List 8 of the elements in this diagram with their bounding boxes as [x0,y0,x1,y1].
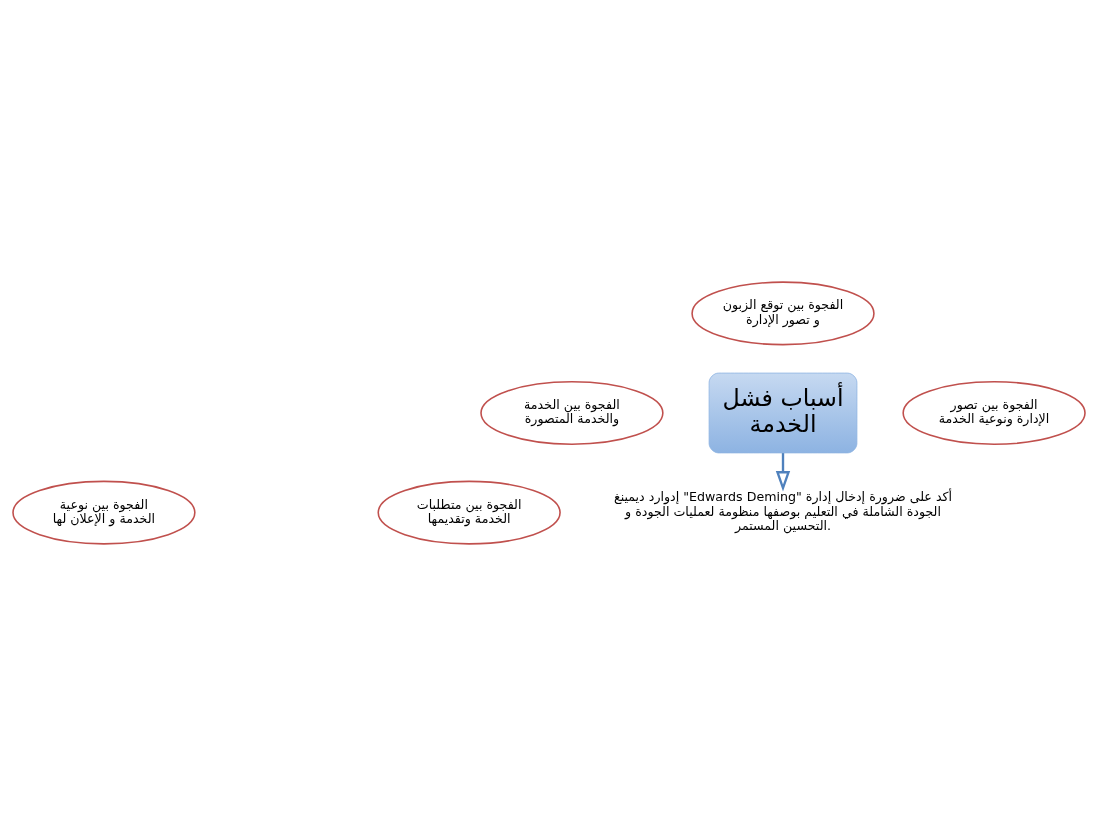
node-ellipse: الفجوة بين نوعية الخدمة و الإعلان لها [12,480,196,545]
node-ellipse: الفجوة بين توقع الزبون و تصور الإدارة [691,281,875,346]
node-ellipse: الفجوة بين تصور الإدارة ونوعية الخدمة [902,380,1086,446]
node-ellipse: الفجوة بين الخدمة والخدمة المتصورة [480,380,664,446]
node-box: أسباب فشل الخدمة [708,372,858,454]
arrow [775,453,791,492]
node-text: إدوارد ديمينغ "Edwards Deming" أكد على ضرورة إدخال إدارة الجودة الشاملة في التعليم بوصفها منظومة لعمليات الجودة و التحسين المستمر. [613,489,953,533]
node-ellipse: الفجوة بين متطلبات الخدمة وتقديمها [377,480,561,545]
